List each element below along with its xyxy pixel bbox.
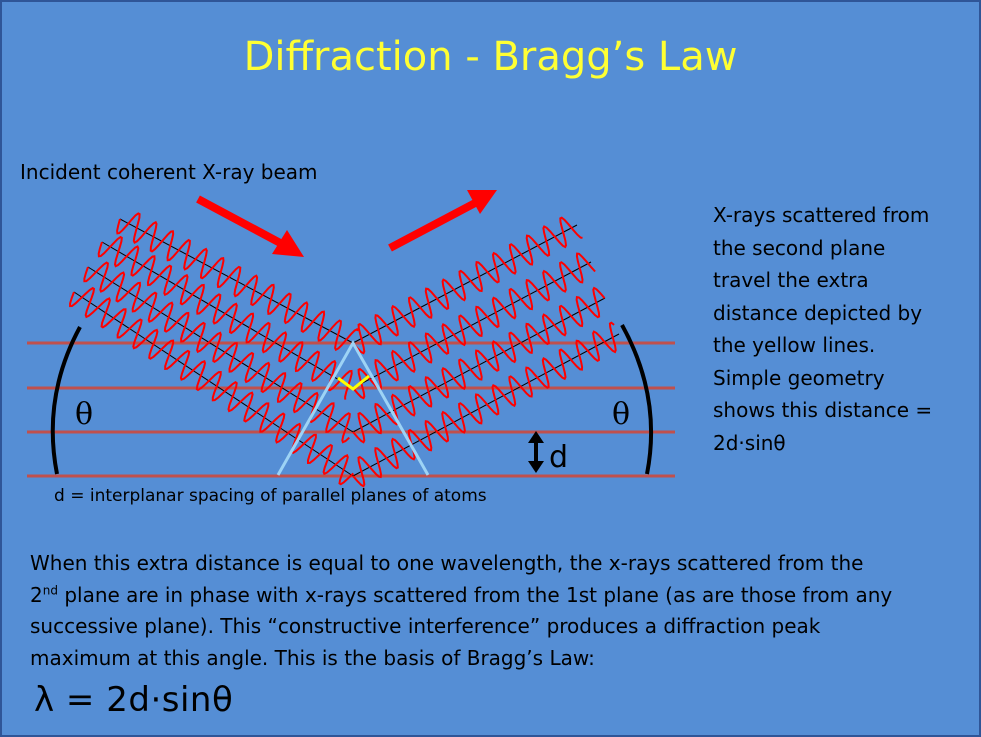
beam-ray [352,261,592,389]
x-ray-wave [97,235,353,400]
theta-left-label: θ [75,397,93,432]
beam-ray [119,218,354,344]
side-text-line: Simple geometry [713,365,885,390]
x-ray-wave [352,321,617,488]
x-ray-waves [69,212,617,488]
side-text-line: shows this distance = [713,398,933,422]
side-text-line: the yellow lines. [713,333,876,357]
side-text-line: X-rays scattered from [713,203,930,227]
explanation-line-1: When this extra distance is equal to one… [30,551,864,575]
scattered-arrow [388,190,497,252]
side-text-line: 2d·sinθ [713,430,786,455]
x-ray-wave [352,286,606,444]
side-text-line: distance depicted by [713,300,923,325]
x-ray-wave [116,212,359,352]
x-ray-wave [69,286,354,486]
side-text-line: travel the extra [713,268,869,292]
side-text-line: the second plane [713,235,886,260]
right-angle-arc [620,324,654,475]
explanation-line-3: successive plane). This “constructive in… [30,614,821,638]
left-angle-arc [50,326,82,475]
main-explanation: When this extra distance is equal to one… [30,548,975,674]
beam-ray [73,291,354,477]
path-difference-lines [337,374,370,391]
x-ray-wave [83,261,351,444]
d-label: d [549,440,568,475]
beam-ray [352,333,620,477]
explanation-line-2: 2nd plane are in phase with x-rays scatt… [30,582,893,607]
spacing-note: d = interplanar spacing of parallel plan… [54,486,487,506]
x-ray-wave [352,216,583,355]
theta-right-label: θ [612,397,630,432]
x-ray-wave [352,252,596,400]
bragg-formula: λ = 2d·sinθ [34,680,234,720]
side-explanation: X-rays scattered from the second plane t… [713,199,963,459]
geometry-triangle [276,339,430,476]
beam-ray [87,266,354,433]
explanation-line-4: maximum at this angle. This is the basis… [30,645,595,670]
beam-ray [352,224,578,344]
incident-arrow [196,195,304,257]
incident-beam-label: Incident coherent X-ray beam [20,160,318,184]
slide-title: Diffraction - Bragg’s Law [243,34,738,80]
d-spacing-arrow [528,431,544,473]
